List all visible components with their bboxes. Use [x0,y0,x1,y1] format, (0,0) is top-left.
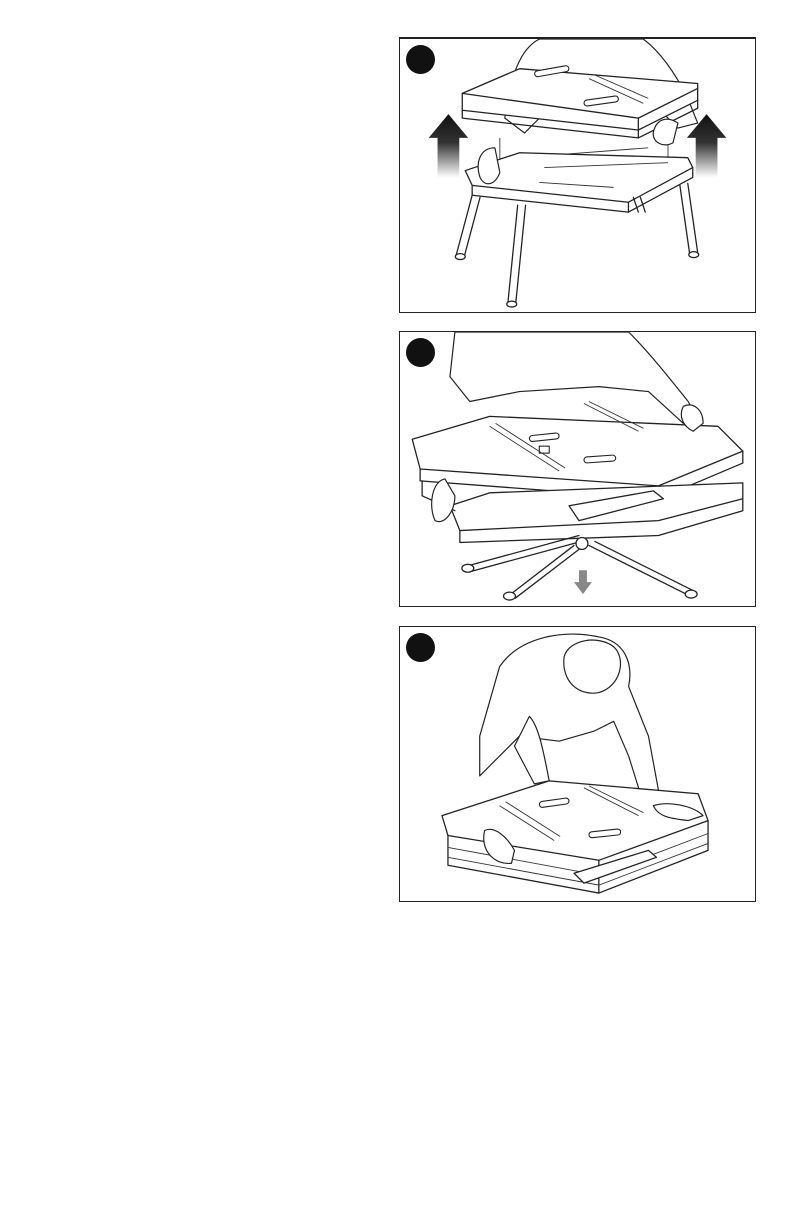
fold-legs-illustration [400,332,755,606]
up-arrow-icon [429,114,469,177]
step-2-panel [399,331,756,607]
lift-workbench-top-illustration [400,39,755,312]
step-3-panel [399,626,756,902]
step-1-panel [399,37,756,313]
down-arrow-icon [574,570,592,594]
folded-workbench-illustration [400,627,755,901]
